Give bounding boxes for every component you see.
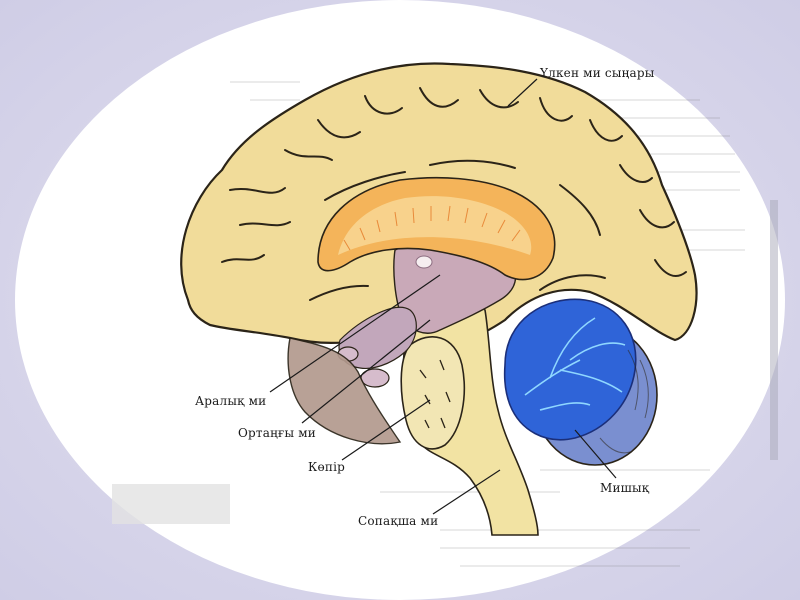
label-diencephalon: Аралық ми — [195, 394, 266, 408]
thalamus-nucleus — [416, 256, 432, 268]
label-midbrain: Ортаңғы ми — [238, 426, 316, 440]
label-cerebellum: Мишық — [600, 481, 649, 495]
label-cerebrum: Үлкен ми сыңары — [540, 66, 654, 80]
blurred-block — [112, 484, 230, 524]
page-edge — [770, 200, 778, 460]
label-pons: Көпір — [308, 460, 345, 474]
label-medulla: Сопақша ми — [358, 514, 438, 528]
pons-shape — [401, 337, 464, 449]
